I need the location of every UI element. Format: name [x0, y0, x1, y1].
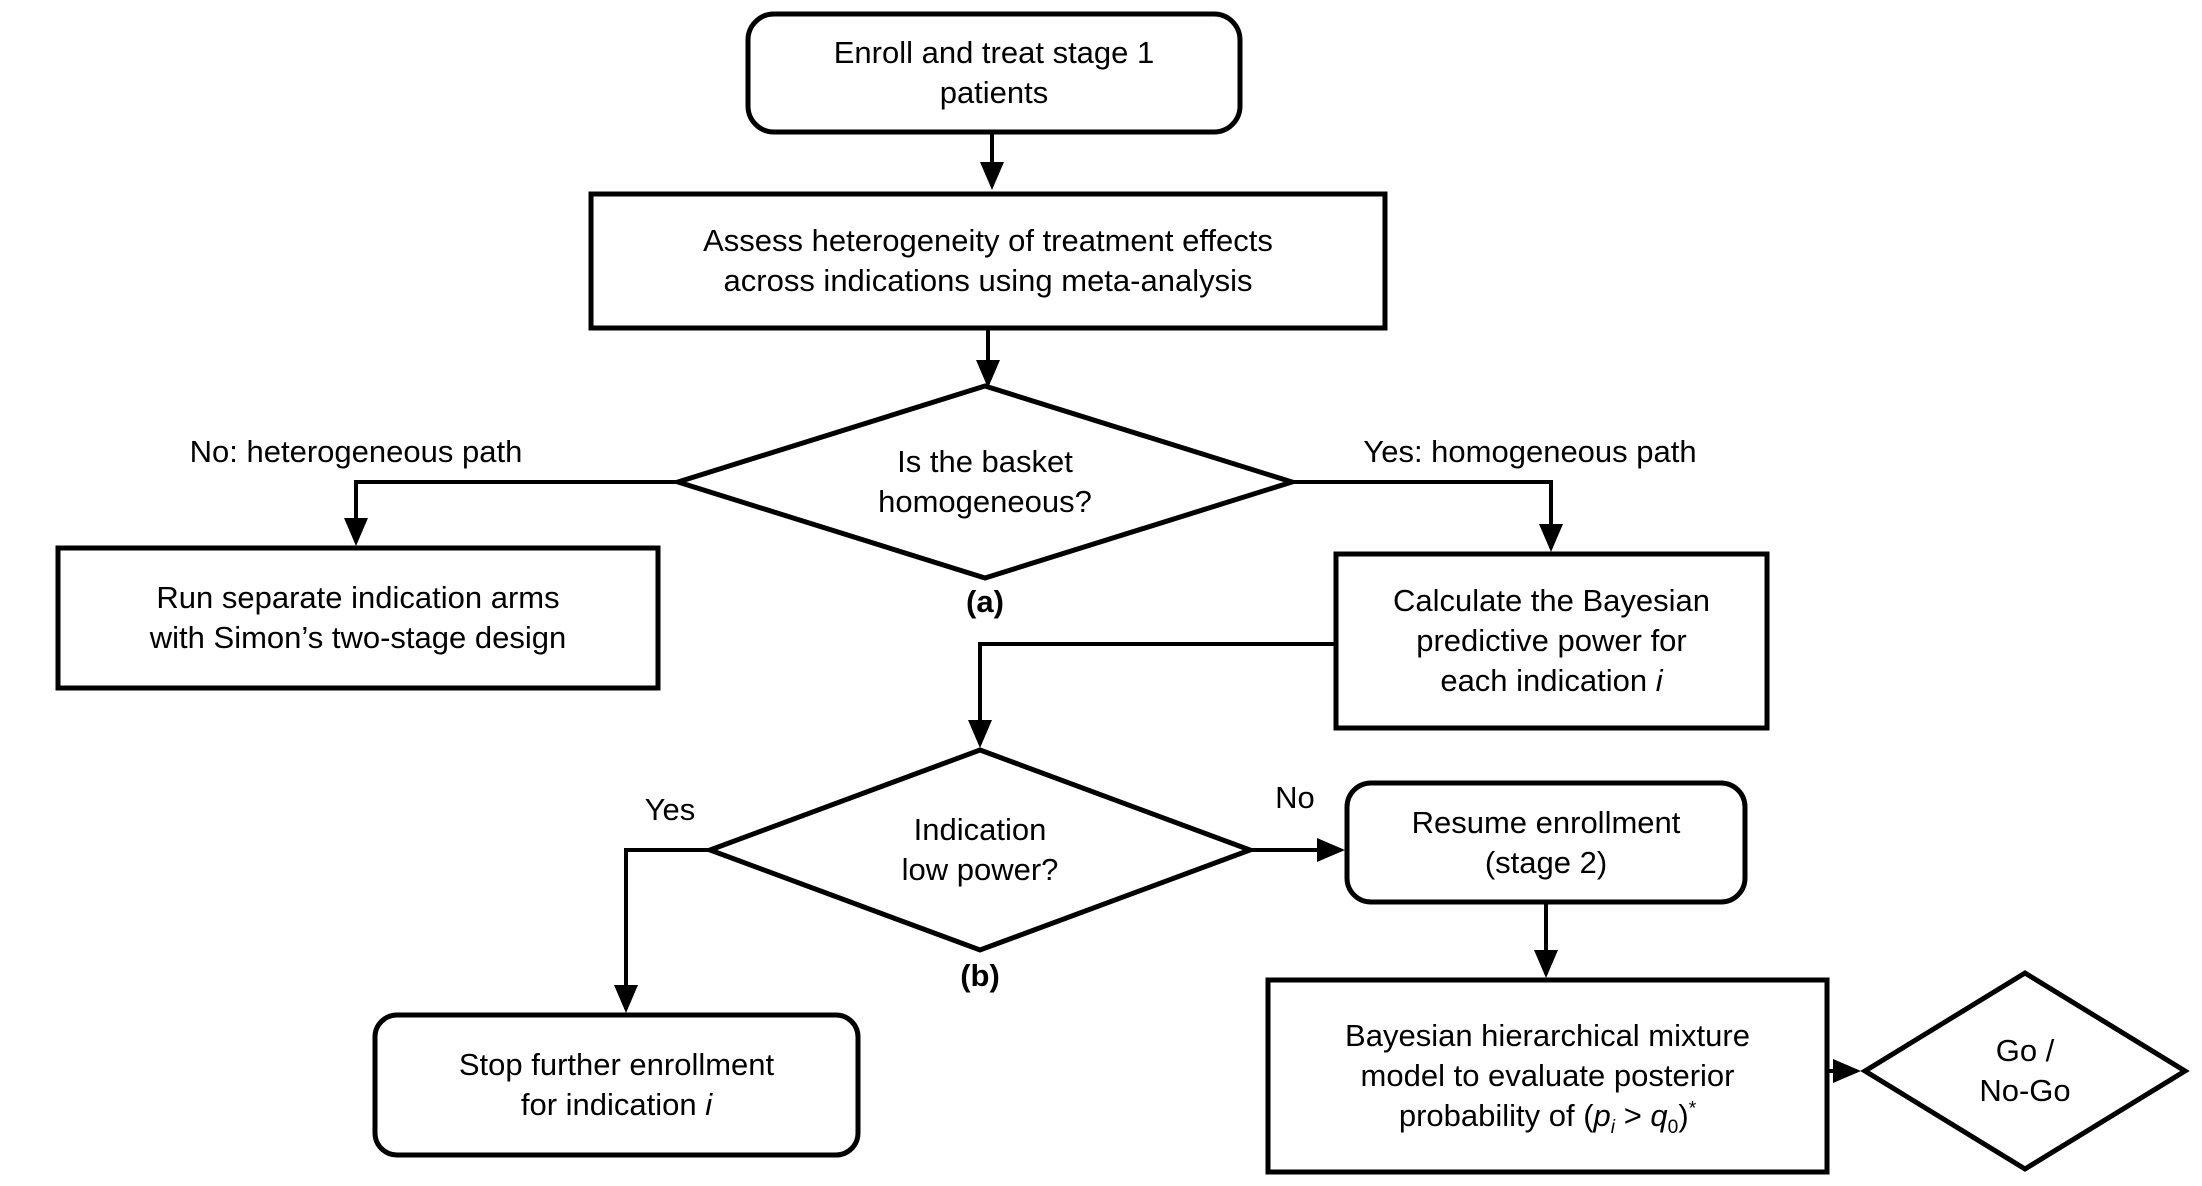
edge-calc-power-to-decision-b	[968, 642, 1336, 748]
decision-b-diamond	[702, 747, 1258, 953]
edge-decision-a-yes-to-calc-power	[1292, 480, 1563, 552]
subfigure-a-tag: (a)	[966, 584, 1004, 619]
resume-enrollment-node-shape	[1344, 780, 1748, 905]
assess-node-shape	[588, 191, 1388, 331]
edge-decision-a-no-to-run-separate	[344, 480, 678, 546]
start-node-shape	[745, 11, 1243, 135]
decision-a-diamond	[669, 383, 1301, 581]
bayes-model-node-shape	[1265, 977, 1830, 1175]
stop-enrollment-node-shape	[372, 1012, 861, 1158]
branch-label-no-low-power: No	[1275, 780, 1315, 815]
edge-decision-b-yes-to-stop	[614, 848, 710, 1013]
go-nogo-diamond	[1860, 970, 2190, 1172]
branch-label-no-heterogeneous: No: heterogeneous path	[189, 434, 523, 469]
branch-label-yes-homogeneous: Yes: homogeneous path	[1363, 434, 1697, 469]
calc-power-node-shape	[1333, 551, 1770, 731]
run-separate-node-shape	[55, 545, 661, 691]
subfigure-b-tag: (b)	[960, 958, 1000, 993]
branch-label-yes-low-power: Yes	[644, 792, 696, 827]
